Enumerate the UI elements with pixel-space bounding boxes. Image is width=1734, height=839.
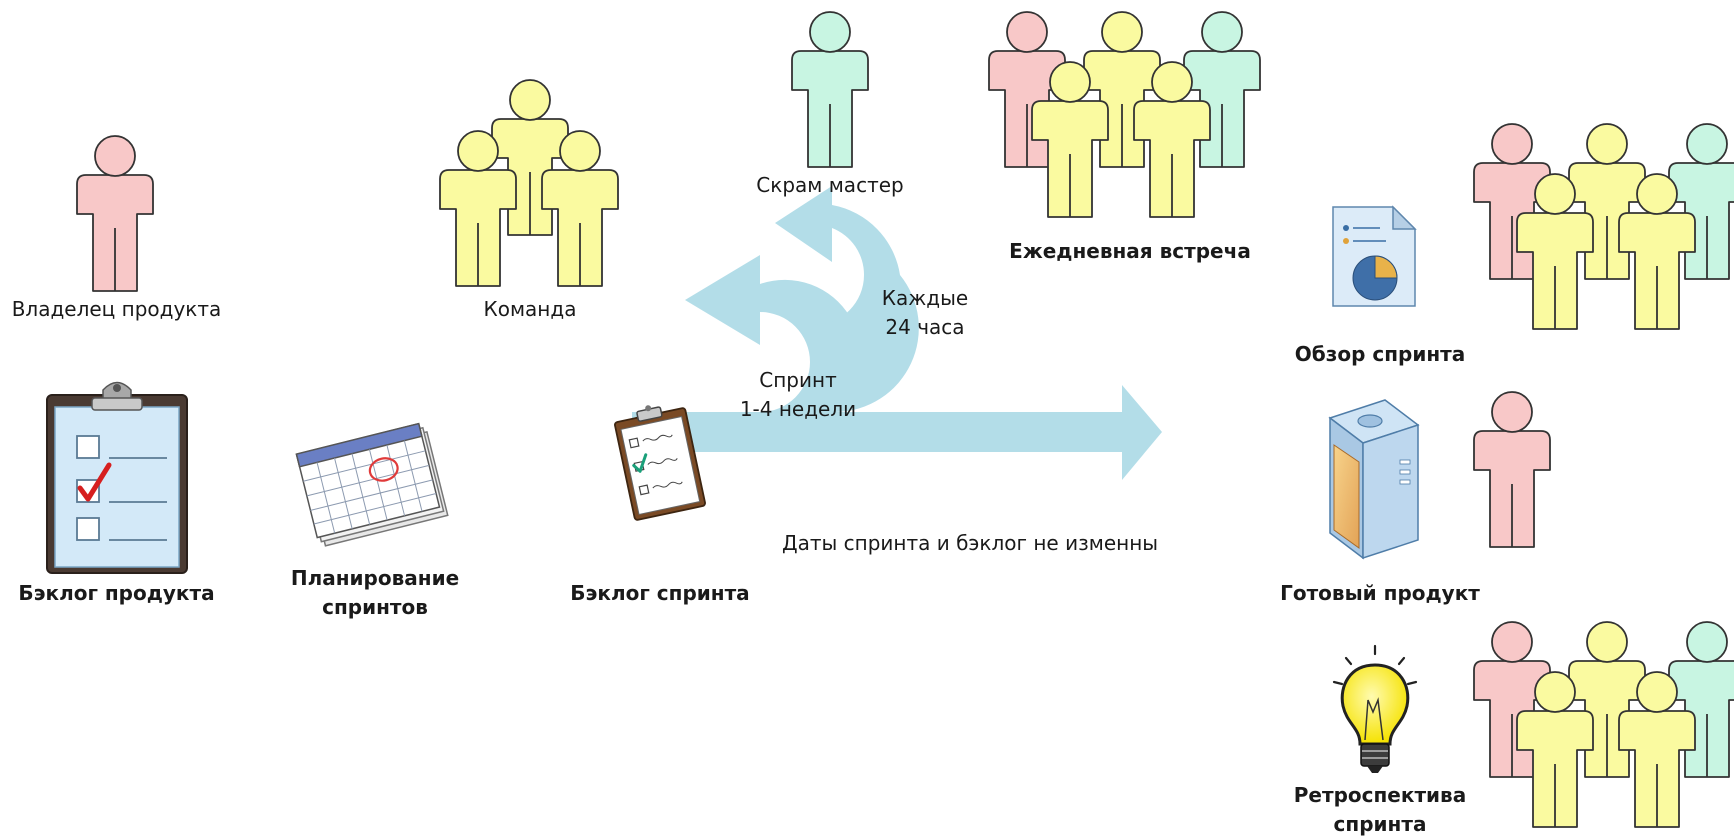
product-owner-product-figure: [1473, 391, 1551, 548]
clipboard-checklist-icon: [46, 381, 188, 574]
sprint-planning-label-line2: спринтов: [322, 595, 428, 619]
sprint-cycle-label-line1: Спринт: [759, 368, 837, 392]
sprint-cycle-label-line2: 1-4 недели: [739, 397, 857, 421]
flow-arrows: [632, 186, 1162, 480]
daily-cycle-label: Каждые 24 часа: [860, 284, 990, 342]
daily-meeting-label: Ежедневная встреча: [1009, 239, 1251, 263]
retrospective-label: Ретроспектива спринта: [1280, 781, 1480, 839]
sprint-planning-label-line1: Планирование: [290, 566, 460, 590]
daily-cycle-label-line1: Каждые: [881, 286, 969, 310]
report-document-icon: [1332, 205, 1417, 307]
product-box-icon: [1328, 399, 1420, 560]
main-flow-arrow: [632, 385, 1162, 480]
daily-cycle-arrow: [775, 186, 919, 412]
lightbulb-icon: [1332, 644, 1418, 773]
sprint-backlog-clipboard-icon: [614, 405, 706, 521]
retrospective-label-line2: спринта: [1333, 812, 1427, 836]
scrum-master-label: Скрам мастер: [756, 173, 904, 197]
sprint-cycle-label: Спринт 1-4 недели: [733, 366, 863, 424]
daily-meeting-group: [988, 11, 1261, 218]
product-owner-label: Владелец продукта: [11, 297, 222, 321]
retrospective-label-line1: Ретроспектива: [1293, 783, 1467, 807]
sprint-planning-label: Планирование спринтов: [290, 564, 460, 622]
daily-cycle-label-line2: 24 часа: [885, 315, 965, 339]
finished-product-label: Готовый продукт: [1280, 581, 1480, 605]
calendar-icon: [295, 422, 449, 547]
sprint-fixed-note: Даты спринта и бэклог не изменны: [781, 531, 1159, 555]
team-figure-group: [439, 79, 619, 287]
sprint-review-label: Обзор спринта: [1294, 342, 1466, 366]
review-team-group: [1473, 123, 1734, 330]
product-backlog-label: Бэклог продукта: [18, 581, 215, 605]
sprint-backlog-label: Бэклог спринта: [570, 581, 750, 605]
product-owner-figure: [76, 135, 154, 292]
retrospective-team-group: [1473, 621, 1734, 828]
scrum-master-figure: [791, 11, 869, 168]
team-label: Команда: [483, 297, 577, 321]
